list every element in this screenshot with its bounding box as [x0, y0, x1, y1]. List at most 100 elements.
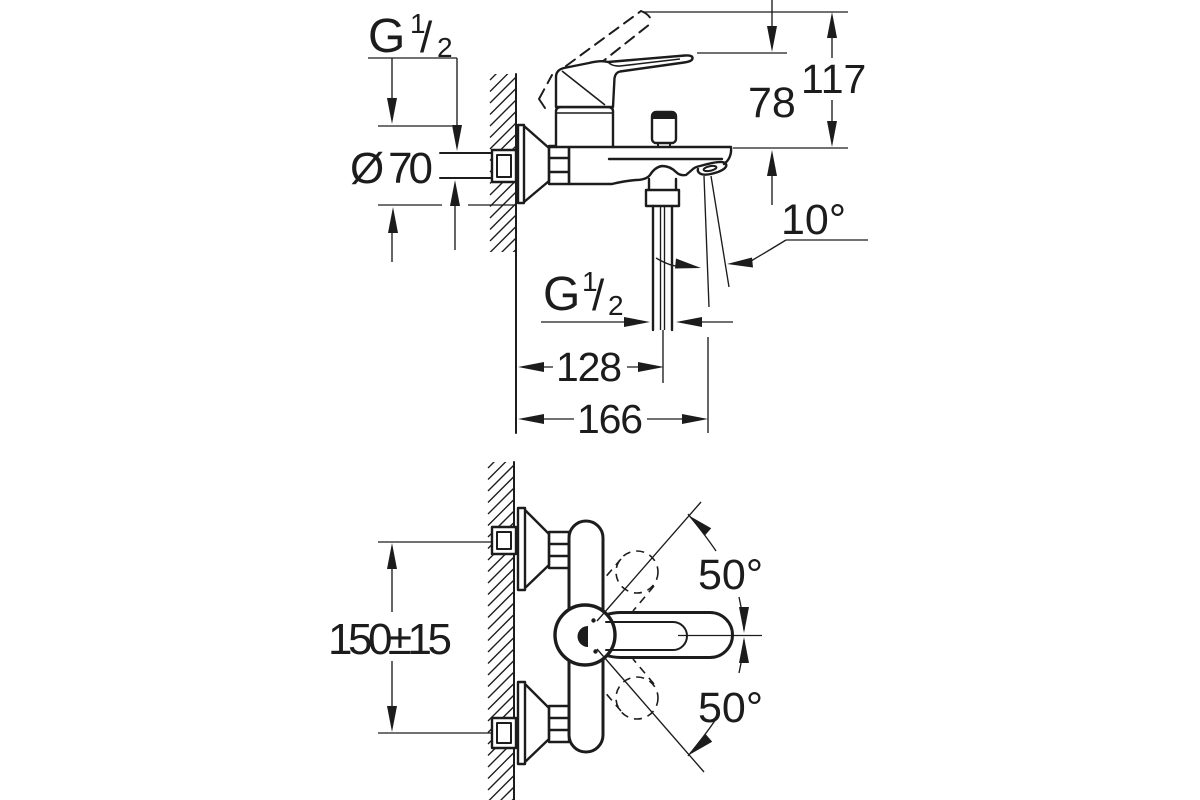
- arrow-up-icon: [450, 180, 460, 206]
- hose-axis-depth-label: 128: [556, 344, 622, 390]
- wall-socket-inner: [496, 154, 512, 178]
- dim-128-lines: [544, 330, 664, 383]
- handle-end-down-dashed: [615, 676, 659, 720]
- lever-raised-back: [538, 74, 553, 109]
- dim-handle-swing: 50° 50°: [596, 501, 763, 773]
- upper-connection: [490, 506, 571, 592]
- spout-tip-depth-label: 166: [577, 396, 643, 442]
- thread-bottom-label-num: 1: [582, 266, 598, 297]
- wall-socket-inner: [496, 722, 512, 744]
- escutcheon-diameter-label: Ø 70: [350, 144, 433, 193]
- union-nut-lower: [547, 704, 571, 744]
- connection-spacing-label: 150±15: [328, 615, 452, 664]
- dim-117-lines: [642, 11, 848, 149]
- arrow-down-icon: [827, 121, 837, 147]
- mixer-body-plan: [553, 519, 734, 754]
- arrow-right-icon: [638, 362, 664, 372]
- thread-top-label-g: G: [368, 10, 405, 63]
- plan-view: 50° 50° 150±15: [328, 461, 763, 800]
- diverter-knob-stem: [657, 142, 671, 148]
- handle-swing-sides-dashed: [602, 558, 655, 712]
- arrow-upleft-icon: [688, 515, 712, 536]
- arrow-down-icon: [452, 125, 462, 151]
- hub-dot-top: [591, 618, 596, 623]
- arrow-right-icon: [682, 414, 708, 424]
- lower-connection: [490, 680, 571, 766]
- arrow-up-icon: [388, 207, 398, 233]
- spout-angle-label: 10°: [781, 196, 846, 244]
- stream-reference-lines: [703, 175, 730, 308]
- diverter-knob-top: [652, 112, 676, 119]
- arrow-right-icon: [624, 317, 650, 327]
- diverter-knob: [650, 110, 678, 148]
- dim-d70-lines: [378, 125, 514, 262]
- lever-crease-lines: [561, 58, 681, 106]
- dim-thread-bottom: G 1 / 2: [541, 266, 733, 327]
- dim-150-lines: [378, 541, 492, 734]
- arrow-down-icon: [767, 26, 777, 52]
- union-nut-upper: [547, 530, 571, 570]
- arrow-right-icon: [675, 258, 701, 269]
- side-view: G 1 / 2 Ø 70 78 117: [350, 0, 868, 442]
- angle-arc-right: [750, 239, 868, 262]
- hose-outer: [651, 204, 674, 332]
- dim-thread-top-lines: [368, 57, 458, 250]
- thread-bottom-label-g: G: [543, 268, 580, 321]
- hose-inner-lines: [659, 206, 666, 330]
- dim-body-height: 78: [697, 0, 796, 205]
- dim-hose-axis-depth: 128: [518, 330, 664, 390]
- spout-body: [547, 145, 733, 186]
- handle-swing-up-label: 50°: [698, 551, 763, 599]
- hose-nut: [644, 188, 681, 208]
- dim-spout-angle: 10°: [655, 175, 868, 308]
- handle-swing-down-label: 50°: [698, 684, 763, 732]
- thread-bottom-label-slash: /: [592, 271, 605, 320]
- angle-arc-left: [655, 257, 677, 267]
- arrow-left-icon: [676, 317, 702, 327]
- lever-handle: [554, 54, 694, 109]
- arrow-up-icon: [387, 543, 397, 569]
- arrow-left-icon: [727, 257, 753, 268]
- dim-thread-top: G 1 / 2: [368, 8, 462, 250]
- swing-diagonal-up: [596, 501, 702, 622]
- wall-socket-inner: [496, 531, 512, 550]
- supply-fitting: [439, 148, 518, 184]
- escutcheon-lower: [516, 680, 551, 766]
- dim-total-height: 117: [642, 11, 866, 149]
- dim-78-lines: [697, 0, 787, 205]
- escutcheon-upper: [516, 506, 551, 592]
- dim-connection-spacing: 150±15: [328, 541, 492, 734]
- spout-outlet: [702, 164, 718, 173]
- thread-top-label-den: 2: [437, 32, 453, 63]
- arrow-up-icon: [767, 150, 777, 176]
- dim-spout-tip-depth: 166: [518, 337, 709, 442]
- arrow-left-icon: [518, 414, 544, 424]
- handle-swing-positions: [602, 550, 659, 720]
- escutcheon-cone: [516, 123, 551, 205]
- body-height-label: 78: [748, 79, 796, 127]
- union-nut: [547, 144, 571, 186]
- mixer-body-side: [547, 54, 733, 332]
- hose-neck: [647, 177, 678, 192]
- escutcheon-side: [516, 123, 571, 205]
- arrow-down-icon: [387, 98, 397, 124]
- supply-pipe: [439, 152, 493, 179]
- swing-diagonal-down: [596, 648, 705, 773]
- hub-logo-mark: [577, 626, 588, 647]
- thread-top-label-slash: /: [420, 13, 433, 62]
- wall-section: [489, 73, 517, 434]
- total-height-label: 117: [801, 56, 866, 102]
- arrow-downleft-icon: [689, 734, 713, 755]
- thread-top-label-num: 1: [410, 8, 426, 39]
- arrow-down-icon: [739, 607, 749, 633]
- dim-166-lines: [544, 337, 709, 433]
- arrow-up-icon: [827, 12, 837, 38]
- thread-bottom-label-den: 2: [608, 290, 624, 321]
- shower-hose: [644, 177, 681, 332]
- dim-escutcheon-diameter: Ø 70: [350, 98, 514, 262]
- hub-dot-bottom: [593, 649, 598, 654]
- arrow-up-icon: [739, 637, 749, 663]
- arrow-left-icon: [518, 362, 544, 372]
